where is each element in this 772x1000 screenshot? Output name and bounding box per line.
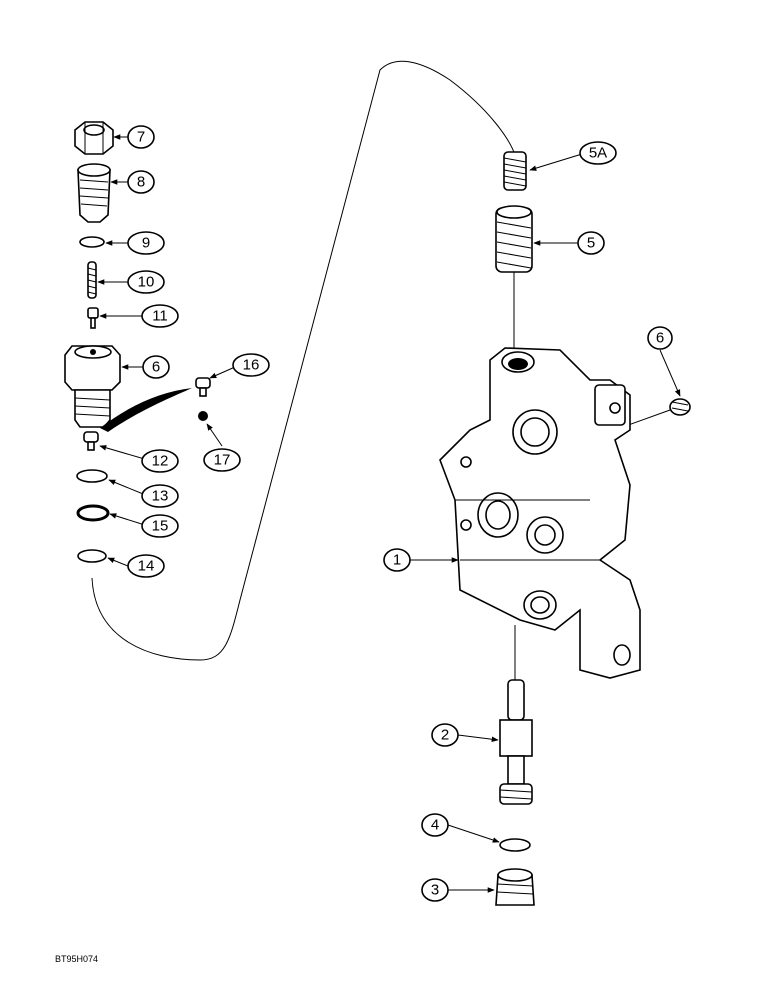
svg-text:6: 6: [152, 359, 160, 376]
svg-text:1: 1: [393, 552, 401, 569]
callout-6: 6: [647, 326, 673, 350]
svg-text:7: 7: [137, 129, 145, 146]
callout-5: 5: [577, 231, 605, 255]
svg-text:5A: 5A: [589, 145, 607, 162]
part-14-o-ring: [76, 469, 108, 483]
svg-text:11: 11: [152, 308, 168, 325]
part-15-o-ring: [77, 549, 107, 563]
callout-14: 13: [141, 484, 179, 508]
callout-15: 14: [127, 554, 165, 578]
svg-text:14: 14: [138, 558, 155, 575]
svg-text:16: 16: [243, 357, 260, 374]
svg-text:10: 10: [138, 274, 155, 291]
part-6-plug: [669, 398, 691, 416]
part-3-end-cap: [495, 868, 535, 906]
callout-17: 16: [232, 353, 270, 377]
part-8-nut: [74, 121, 114, 155]
callout-18: 17: [203, 448, 241, 472]
figure-id: BT95H074: [55, 954, 98, 964]
svg-text:8: 8: [137, 174, 145, 191]
part-5a-small-spring: [503, 151, 527, 191]
callout-12: 11: [141, 304, 179, 328]
svg-text:5: 5: [587, 235, 595, 252]
part-4-o-ring: [499, 838, 531, 852]
callout-1: 1: [383, 548, 411, 572]
callout-7: 6: [142, 355, 170, 379]
svg-text:2: 2: [441, 727, 449, 744]
callout-11: 10: [127, 270, 165, 294]
callout-10: 9: [127, 231, 165, 255]
part-7-relief-valve-body: [64, 345, 121, 428]
svg-text:12: 12: [152, 453, 169, 470]
part-18-screen: [198, 411, 208, 421]
callout-2: 2: [431, 723, 459, 747]
svg-text:17: 17: [214, 452, 231, 469]
part-11-spring: [87, 261, 97, 299]
callout-8: 7: [127, 125, 155, 149]
part-12-poppet: [87, 307, 99, 329]
callout-3: 3: [421, 878, 449, 902]
part-2-spool: [499, 679, 533, 805]
svg-text:13: 13: [152, 488, 169, 505]
swept-indicator: [100, 388, 192, 432]
svg-text:15: 15: [152, 518, 169, 535]
callout-5a: 5A: [579, 141, 617, 165]
svg-text:4: 4: [431, 817, 439, 834]
callout-9: 8: [127, 170, 155, 194]
svg-text:3: 3: [431, 882, 439, 899]
svg-text:9: 9: [142, 235, 150, 252]
part-16-backup-ring: [76, 504, 110, 522]
part-1-valve-section: [439, 347, 641, 679]
part-9-threaded-plug: [77, 163, 111, 223]
svg-text:6: 6: [656, 330, 664, 347]
part-10-o-ring: [79, 236, 105, 248]
callout-13: 12: [141, 449, 179, 473]
part-5-spring: [495, 205, 533, 273]
part-13-poppet: [83, 431, 99, 451]
callout-16: 15: [141, 514, 179, 538]
callout-4: 4: [421, 813, 449, 837]
connector-line: [91, 60, 516, 661]
part-17-poppet: [195, 377, 211, 397]
